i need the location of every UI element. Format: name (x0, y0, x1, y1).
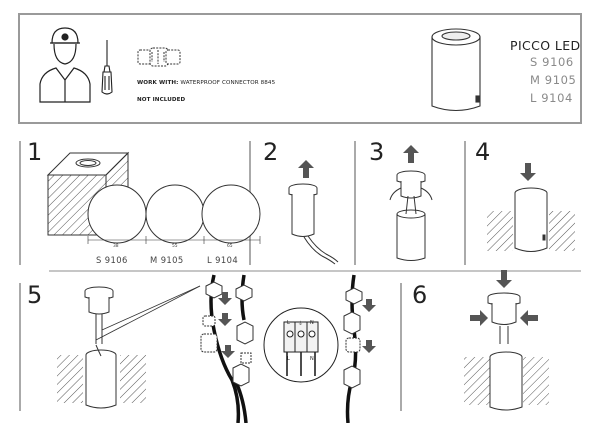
step1-drawing (46, 151, 261, 244)
not-included-text: NOT INCLUDED (137, 97, 186, 103)
step5-arrows (218, 292, 376, 358)
step5-separator (19, 283, 21, 411)
step4-separator (464, 141, 466, 265)
connector-parts (200, 281, 363, 389)
down-arrow-icon (520, 163, 536, 181)
terminal-bottom-n: N (310, 356, 314, 362)
step6-drawing (464, 270, 549, 411)
step-number-4: 4 (475, 138, 491, 166)
up-arrow-icon-2 (403, 145, 419, 163)
dim-l: 65 (227, 244, 233, 249)
header-box (18, 13, 582, 124)
work-with-text: WORK WITH: WATERPROOF CONNECTOR 8845 (137, 80, 275, 86)
size-caption-l: L 9104 (207, 255, 239, 265)
installer-icon (39, 27, 91, 103)
step4-drawing (487, 163, 575, 252)
step-number-3: 3 (369, 138, 385, 166)
step3-separator (354, 141, 356, 265)
step-number-1: 1 (27, 138, 43, 166)
work-with-label: WORK WITH: (137, 80, 179, 86)
size-caption-m: M 9105 (150, 255, 184, 265)
dim-m: 55 (172, 244, 178, 249)
terminal-bottom-l: L (287, 356, 290, 362)
up-arrow-icon (298, 160, 314, 178)
size-caption-s: S 9106 (96, 255, 128, 265)
connector-icon (137, 47, 181, 67)
product-name: PICCO LED (510, 38, 581, 53)
terminal-label-n: N (310, 320, 314, 326)
step-number-5: 5 (27, 281, 43, 309)
product-code-m: M 9105 (530, 73, 577, 87)
step1-separator (19, 141, 21, 265)
product-cylinder-icon (431, 28, 481, 112)
step2-drawing (288, 160, 339, 265)
step-number-6: 6 (412, 281, 428, 309)
screwdriver-icon (101, 40, 113, 95)
product-code-l: L 9104 (530, 91, 573, 105)
product-code-s: S 9106 (530, 55, 574, 69)
step5-drawing (57, 285, 201, 409)
terminal-label-ground: ⏚ (298, 321, 304, 327)
dim-s: 38 (113, 244, 119, 249)
row-divider (49, 270, 581, 272)
step6-separator (400, 283, 402, 411)
left-arrow-icon (520, 310, 538, 326)
step3-drawing (389, 145, 433, 261)
terminal-label-l: L (287, 320, 290, 326)
down-arrow-icon-2 (496, 270, 512, 288)
terminal-zoom (263, 307, 339, 383)
right-arrow-icon (470, 310, 488, 326)
step-number-2: 2 (263, 138, 279, 166)
work-with-value: WATERPROOF CONNECTOR 8845 (180, 80, 276, 86)
